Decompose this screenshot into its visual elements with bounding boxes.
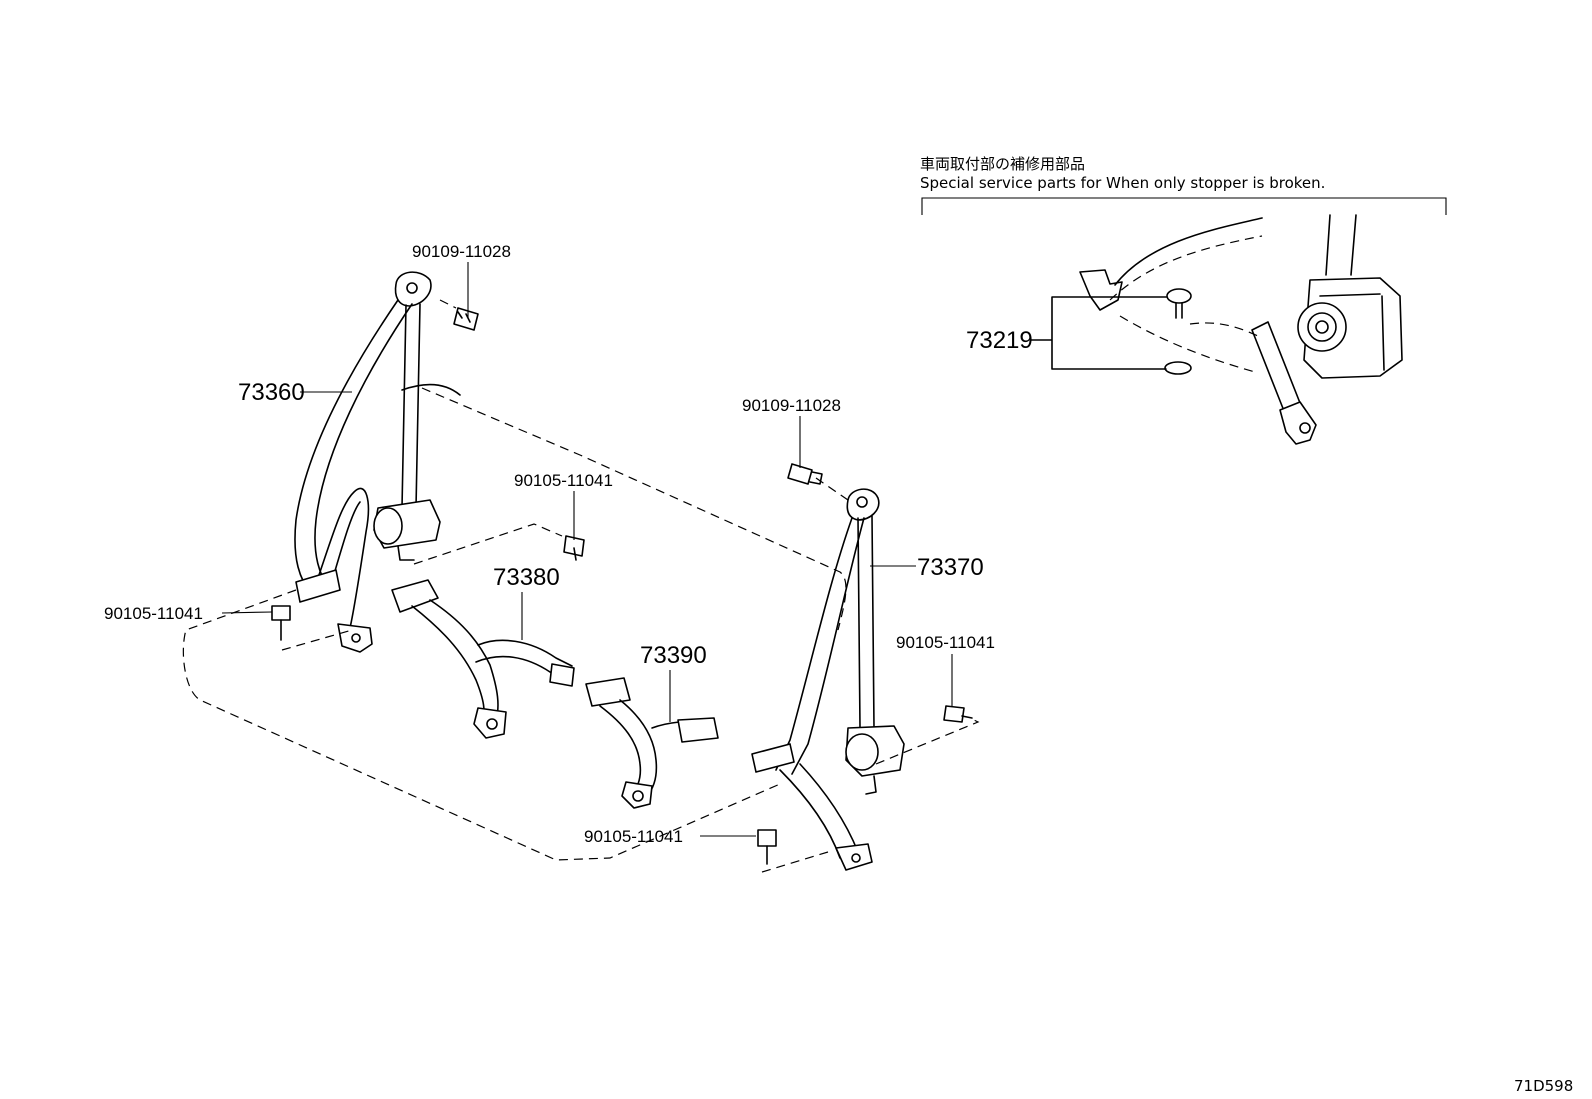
inset-service-parts: 車両取付部の補修用部品 Special service parts for Wh… <box>920 155 1447 445</box>
left-seat-belt-assembly <box>294 271 461 653</box>
bolt-top-right <box>787 463 823 485</box>
inset-stopper-washer <box>1164 361 1192 375</box>
right-belt-guide <box>751 743 795 773</box>
center-buckle-73380 <box>391 579 575 739</box>
callout-73390: 73390 <box>640 642 707 669</box>
inset-retractor <box>1297 214 1403 379</box>
left-top-anchor <box>394 271 432 307</box>
inset-note-japanese: 車両取付部の補修用部品 <box>920 155 1085 173</box>
inset-anchor-strap <box>1251 321 1317 445</box>
left-belt-guide <box>295 569 341 603</box>
right-retractor <box>845 725 905 795</box>
left-upper-belt <box>401 303 421 509</box>
inset-note-english: Special service parts for When only stop… <box>920 174 1325 192</box>
callout-bolt-right: 90105-11041 <box>896 633 995 652</box>
bolt-top-left <box>453 307 479 331</box>
center-buckle-73390 <box>585 677 719 809</box>
right-top-anchor <box>846 488 880 521</box>
right-seat-belt-assembly <box>751 488 905 871</box>
left-diagonal-belt <box>294 299 399 596</box>
figure-code: 71D598 <box>1514 1077 1573 1095</box>
callouts: 90109-11028 73360 90109-11028 90105-1104… <box>104 242 995 846</box>
callout-bolt-bottom: 90105-11041 <box>584 827 683 846</box>
callout-73219-leader <box>1029 296 1167 370</box>
left-lower-anchor <box>337 623 373 653</box>
callout-73219: 73219 <box>966 327 1033 354</box>
callout-73380: 73380 <box>493 564 560 591</box>
callout-73360: 73360 <box>238 379 305 406</box>
callout-73370: 73370 <box>917 554 984 581</box>
bolt-bottom <box>757 829 777 865</box>
bolt-right <box>943 705 973 723</box>
left-retractor <box>373 499 441 561</box>
callout-bolt-mid: 90105-11041 <box>514 471 613 490</box>
installation-outline <box>182 299 980 873</box>
callout-bolt-top-left: 90109-11028 <box>412 242 511 261</box>
buckle-73380-anchor <box>473 707 507 739</box>
buckle-73390-anchor <box>621 781 653 809</box>
right-lower-anchor <box>835 843 873 871</box>
bolt-left <box>271 605 291 641</box>
leader-bolt-left <box>221 611 273 614</box>
callout-bolt-top-right: 90109-11028 <box>742 396 841 415</box>
bolt-mid <box>563 535 585 561</box>
buckle-73390-tongue <box>585 677 631 707</box>
right-upper-belt <box>857 515 875 729</box>
buckle-73380-tongue <box>391 579 439 613</box>
right-diagonal-belt <box>775 517 853 771</box>
inset-stopper-button <box>1166 288 1192 319</box>
buckle-73390-buckle <box>677 717 719 743</box>
callout-bolt-left: 90105-11041 <box>104 604 203 623</box>
inset-bracket <box>921 197 1447 215</box>
inset-belt-webbing <box>1079 217 1263 373</box>
